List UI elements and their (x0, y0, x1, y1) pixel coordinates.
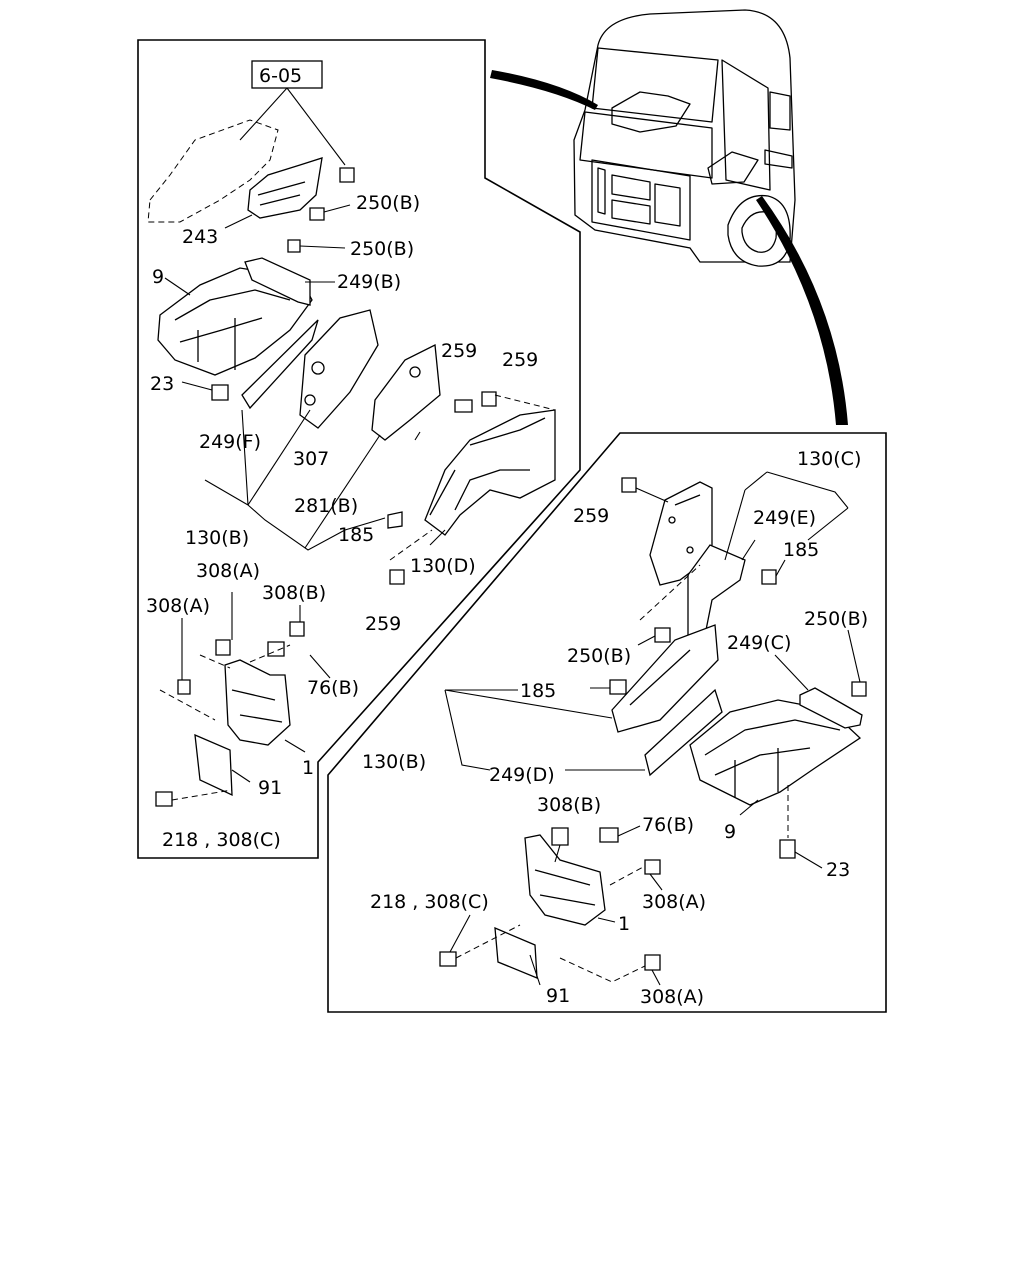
label-91-left: 91 (258, 777, 282, 799)
pointer-arrow-left (490, 70, 598, 110)
label-249c: 249(C) (727, 632, 791, 654)
left-panel-frame (137, 39, 581, 859)
label-250b-second: 250(B) (350, 238, 414, 260)
label-9-right: 9 (724, 821, 736, 843)
label-23-left: 23 (150, 373, 174, 395)
label-249d: 249(D) (489, 764, 555, 786)
label-308a-1: 308(A) (196, 560, 260, 582)
right-parts (439, 471, 867, 986)
label-218-308c-left: 218 , 308(C) (162, 829, 281, 851)
label-76b-right: 76(B) (642, 814, 694, 836)
label-250b-top: 250(B) (356, 192, 420, 214)
label-259-c: 259 (365, 613, 401, 635)
label-249b: 249(B) (337, 271, 401, 293)
left-parts (147, 60, 556, 807)
label-130b-right: 130(B) (362, 751, 426, 773)
right-panel-frame (327, 432, 887, 1013)
label-91-right: 91 (546, 985, 570, 1007)
ref-label-6-05: 6-05 (259, 65, 302, 87)
label-307: 307 (293, 448, 329, 470)
label-250b-right-b: 250(B) (567, 645, 631, 667)
label-308b-right: 308(B) (537, 794, 601, 816)
truck-cab-illustration (573, 9, 796, 267)
label-308a-2: 308(A) (146, 595, 210, 617)
label-308b-left: 308(B) (262, 582, 326, 604)
label-130d: 130(D) (410, 555, 476, 577)
label-185-right-b: 185 (520, 680, 556, 702)
label-259-right: 259 (573, 505, 609, 527)
label-23-right: 23 (826, 859, 850, 881)
label-259-b: 259 (502, 349, 538, 371)
label-1-left: 1 (302, 757, 314, 779)
label-76b-left: 76(B) (307, 677, 359, 699)
label-250b-right-a: 250(B) (804, 608, 868, 630)
label-308a-right-2: 308(A) (640, 986, 704, 1008)
label-243: 243 (182, 226, 218, 248)
label-259-a: 259 (441, 340, 477, 362)
label-249f: 249(F) (199, 431, 261, 453)
label-9-left: 9 (152, 266, 164, 288)
pointer-arrow-right (756, 196, 848, 425)
label-308a-right-1: 308(A) (642, 891, 706, 913)
label-249e: 249(E) (753, 507, 816, 529)
label-1-right: 1 (618, 913, 630, 935)
ref-box-6-05 (251, 60, 323, 89)
label-281b: 281(B) (294, 495, 358, 517)
label-185-right-a: 185 (783, 539, 819, 561)
label-130c: 130(C) (797, 448, 861, 470)
label-185-left: 185 (338, 524, 374, 546)
label-130b-left: 130(B) (185, 527, 249, 549)
label-218-308c-right: 218 , 308(C) (370, 891, 489, 913)
